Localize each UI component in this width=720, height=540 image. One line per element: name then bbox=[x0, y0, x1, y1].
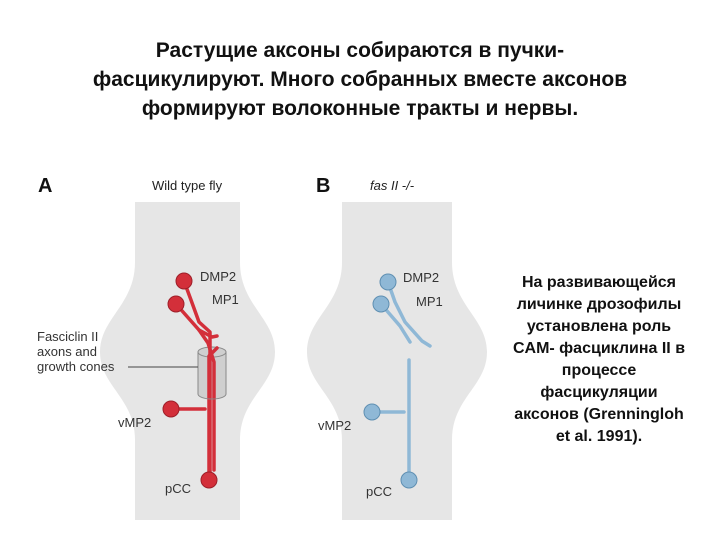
callout-line-3: growth cones bbox=[37, 359, 115, 374]
vmp2-soma-a bbox=[162, 400, 180, 418]
dmp2-soma-b bbox=[379, 273, 397, 291]
side-line-7: аксонов (Grenningloh bbox=[514, 406, 684, 423]
dmp2-axon-b bbox=[386, 280, 432, 348]
mp1-axon-a bbox=[174, 302, 219, 339]
label-pcc-a: pCC bbox=[165, 481, 191, 496]
callout-line-1: Fasciclin II bbox=[37, 329, 98, 344]
mp1-axon-b bbox=[379, 302, 412, 344]
mp1-soma-b bbox=[372, 295, 390, 313]
label-vmp2-a: vMP2 bbox=[118, 415, 151, 430]
title-line-2: фасцикулируют. Много собранных вместе ак… bbox=[92, 68, 628, 91]
vmp2-soma-b bbox=[363, 403, 381, 421]
panel-a-letter: A bbox=[38, 175, 52, 197]
side-line-4: CAM- фасциклина II в bbox=[512, 340, 686, 357]
label-pcc-b: pCC bbox=[366, 484, 392, 499]
side-line-3: установлена роль bbox=[526, 318, 672, 335]
fascicle-cylinder-outline bbox=[197, 352, 227, 400]
side-line-8: et al. 1991). bbox=[555, 428, 643, 445]
panel-b-letter: B bbox=[316, 175, 330, 197]
panel-b-heading: fas II -/- bbox=[370, 178, 415, 193]
label-dmp2-b: DMP2 bbox=[403, 270, 439, 285]
pcc-axon-a bbox=[207, 346, 219, 480]
label-mp1-a: MP1 bbox=[212, 292, 239, 307]
title-line-1: Растущие аксоны собираются в пучки- bbox=[155, 39, 565, 62]
label-dmp2-a: DMP2 bbox=[200, 269, 236, 284]
side-line-2: личинке дрозофилы bbox=[516, 296, 682, 313]
label-vmp2-b: vMP2 bbox=[318, 418, 351, 433]
side-line-1: На развивающейся bbox=[521, 274, 677, 291]
pcc-soma-b bbox=[400, 471, 418, 489]
panel-b-neurons bbox=[372, 280, 432, 480]
side-description: На развивающейся личинке дрозофилы устан… bbox=[496, 272, 702, 448]
panel-a-cell-bodies bbox=[162, 272, 218, 489]
label-mp1-b: MP1 bbox=[416, 294, 443, 309]
panel-a-background bbox=[100, 202, 275, 520]
side-line-5: процессе bbox=[561, 362, 637, 379]
panel-a-neurons bbox=[172, 279, 219, 482]
dmp2-soma-a bbox=[175, 272, 193, 290]
side-line-6: фасцикуляции bbox=[540, 384, 658, 401]
slide-title: Растущие аксоны собираются в пучки- фасц… bbox=[20, 36, 700, 123]
panel-b-background bbox=[307, 202, 487, 520]
title-line-3: формируют волоконные тракты и нервы. bbox=[141, 97, 579, 120]
mp1-soma-a bbox=[167, 295, 185, 313]
panel-b-cell-bodies bbox=[363, 273, 418, 489]
panel-a-heading: Wild type fly bbox=[152, 178, 223, 193]
pcc-soma-a bbox=[200, 471, 218, 489]
callout-line-2: axons and bbox=[37, 344, 97, 359]
